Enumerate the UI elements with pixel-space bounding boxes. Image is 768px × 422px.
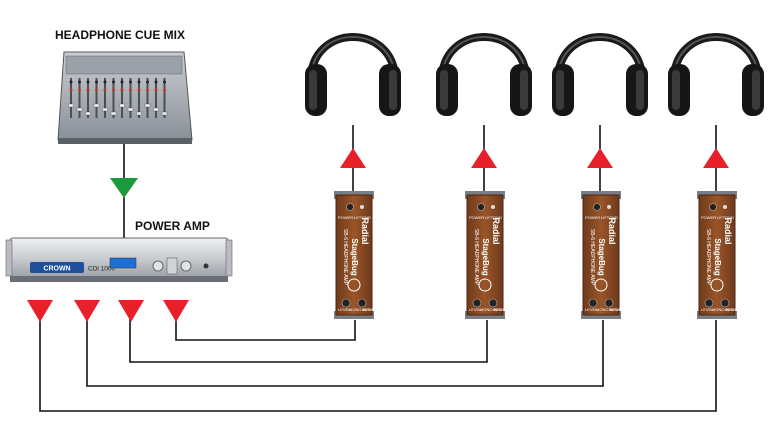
amp-title: POWER AMP: [135, 219, 210, 233]
amp-output-arrow-2: [118, 300, 144, 322]
amp-display: [109, 257, 137, 269]
amp-output-arrow-3: [74, 300, 100, 322]
headphone-2-icon: [436, 33, 532, 116]
di-box-4-brand: Radial: [723, 217, 733, 244]
headphone-arrow-2: [471, 148, 497, 168]
di-box-4-model: SB-6 HEADPHONE AMP: [705, 229, 711, 286]
di-box-4-mono-label: MONO BLEND: [712, 307, 739, 312]
di-box-3-brand: Radial: [607, 217, 617, 244]
wire-amp-out4-to-box4: [39, 300, 717, 412]
amp-power-switch: [203, 263, 209, 269]
di-box-2-input-label: INPUT: [493, 307, 506, 312]
di-box-1-brand: Radial: [360, 217, 370, 244]
di-box-3-power-label: POWER: [585, 215, 600, 220]
di-box-3-gnd-label: GND: [609, 215, 618, 220]
di-box-1-gnd-label: GND: [362, 215, 371, 220]
di-box-2-model: SB-6 HEADPHONE AMP: [473, 229, 479, 286]
di-box-2-brand: Radial: [491, 217, 501, 244]
wire-amp-out1-to-box1: [175, 300, 356, 341]
headphone-3-icon: [552, 33, 648, 116]
amp-knob-1: [152, 260, 164, 272]
amp-brand: CROWN: [43, 266, 70, 273]
headphone-arrow-3: [587, 148, 613, 168]
headphone-arrow-4: [703, 148, 729, 168]
amp-model: CDi 1000: [88, 266, 115, 273]
di-box-2-power-label: POWER: [469, 215, 484, 220]
di-box-3-lift-label: LIFT: [601, 215, 610, 220]
di-box-1-mono-label: MONO BLEND: [349, 307, 376, 312]
di-box-3-level-label: LEVEL: [585, 307, 598, 312]
di-box-4-level-label: LEVEL: [701, 307, 714, 312]
di-box-3-model: SB-6 HEADPHONE AMP: [589, 229, 595, 286]
di-box-1-lift-label: LIFT: [354, 215, 363, 220]
power-amplifier: CROWN CDi 1000: [5, 237, 233, 282]
di-box-3-mono-label: MONO BLEND: [596, 307, 623, 312]
wire-amp-out2-to-box2: [129, 300, 488, 363]
signal-arrow-down: [110, 178, 138, 198]
amp-output-arrow-4: [27, 300, 53, 322]
di-box-4-lift-label: LIFT: [717, 215, 726, 220]
headphone-arrow-1: [340, 148, 366, 168]
di-box-4-input-label: INPUT: [725, 307, 738, 312]
headphone-4-icon: [668, 33, 764, 116]
di-box-3-input-label: INPUT: [609, 307, 622, 312]
amp-output-arrow-1: [163, 300, 189, 322]
di-box-4-product: StageBug: [713, 238, 722, 275]
headphone-1-icon: [305, 33, 401, 116]
di-box-1-level-label: LEVEL: [338, 307, 351, 312]
di-box-3-product: StageBug: [597, 238, 606, 275]
di-box-4-gnd-label: GND: [725, 215, 734, 220]
amp-knob-2: [180, 260, 192, 272]
di-box-2-lift-label: LIFT: [485, 215, 494, 220]
mixer-title: HEADPHONE CUE MIX: [55, 28, 186, 42]
di-box-2-gnd-label: GND: [493, 215, 502, 220]
di-box-2-level-label: LEVEL: [469, 307, 482, 312]
di-box-1-input-label: INPUT: [362, 307, 375, 312]
di-box-2-mono-label: MONO BLEND: [480, 307, 507, 312]
mixer-console: [57, 51, 193, 144]
headphones-row: [305, 33, 764, 116]
amp-output-arrows: [27, 300, 189, 322]
di-box-2-product: StageBug: [481, 238, 490, 275]
amp-logo-badge: [30, 262, 84, 273]
di-box-1-product: StageBug: [350, 238, 359, 275]
headphone-feed-arrows: [340, 148, 729, 168]
di-box-1-model: SB-6 HEADPHONE AMP: [342, 229, 348, 286]
wire-amp-out3-to-box3: [86, 300, 604, 387]
di-box-1-power-label: POWER: [338, 215, 353, 220]
di-box-4-power-label: POWER: [701, 215, 716, 220]
